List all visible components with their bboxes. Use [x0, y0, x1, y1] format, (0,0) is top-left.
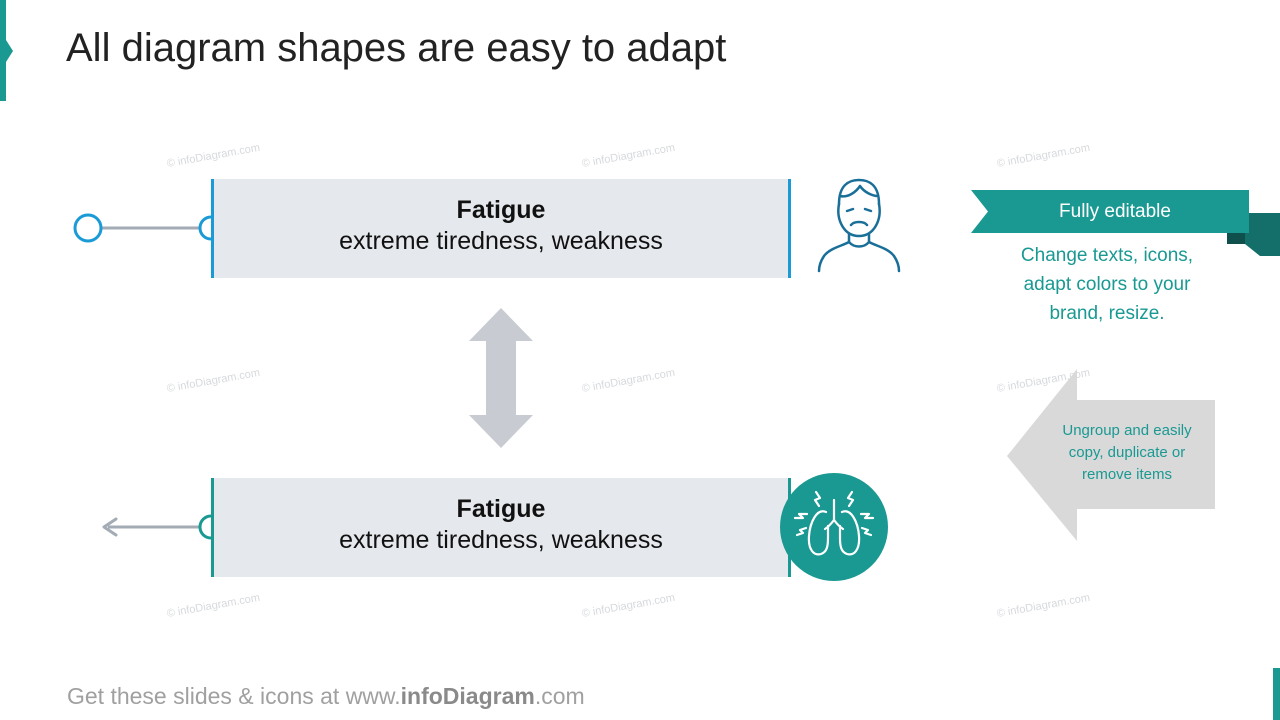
- bottom-item-title: Fatigue: [456, 495, 546, 523]
- footer-brand: infoDiagram: [400, 683, 535, 709]
- sad-person-icon: [817, 178, 901, 273]
- arrow-description: Ungroup and easily copy, duplicate or re…: [1062, 422, 1192, 483]
- top-box-right-border: [788, 179, 791, 278]
- ribbon-shape: [971, 190, 1280, 256]
- top-item-description: extreme tiredness, weakness: [339, 227, 663, 255]
- top-item-title: Fatigue: [456, 196, 546, 224]
- lungs-icon: [780, 473, 888, 581]
- editable-description: Change texts, icons, adapt colors to you…: [1020, 245, 1194, 324]
- top-box-left-border: [211, 179, 214, 278]
- corner-accent-bar: [1273, 668, 1280, 720]
- bottom-box-left-border: [211, 478, 214, 577]
- accent-notch: [6, 40, 13, 62]
- bottom-arrowhead: [102, 517, 118, 537]
- slide-title: All diagram shapes are easy to adapt: [66, 26, 727, 70]
- double-arrow: [469, 308, 533, 448]
- left-arrow-shape: [1007, 369, 1215, 541]
- bottom-item-description: extreme tiredness, weakness: [339, 526, 663, 554]
- footer-suffix: .com: [534, 683, 585, 709]
- accent-bar: [0, 0, 6, 101]
- ribbon-label: Fully editable: [1059, 201, 1171, 222]
- footer-prefix: Get these slides & icons at www.: [67, 683, 401, 709]
- top-item-box: Fatigue extreme tiredness, weakness: [214, 179, 788, 278]
- footer-text: Get these slides & icons at www.infoDiag…: [67, 683, 585, 710]
- top-start-dot: [73, 213, 103, 243]
- bottom-item-box: Fatigue extreme tiredness, weakness: [214, 478, 788, 577]
